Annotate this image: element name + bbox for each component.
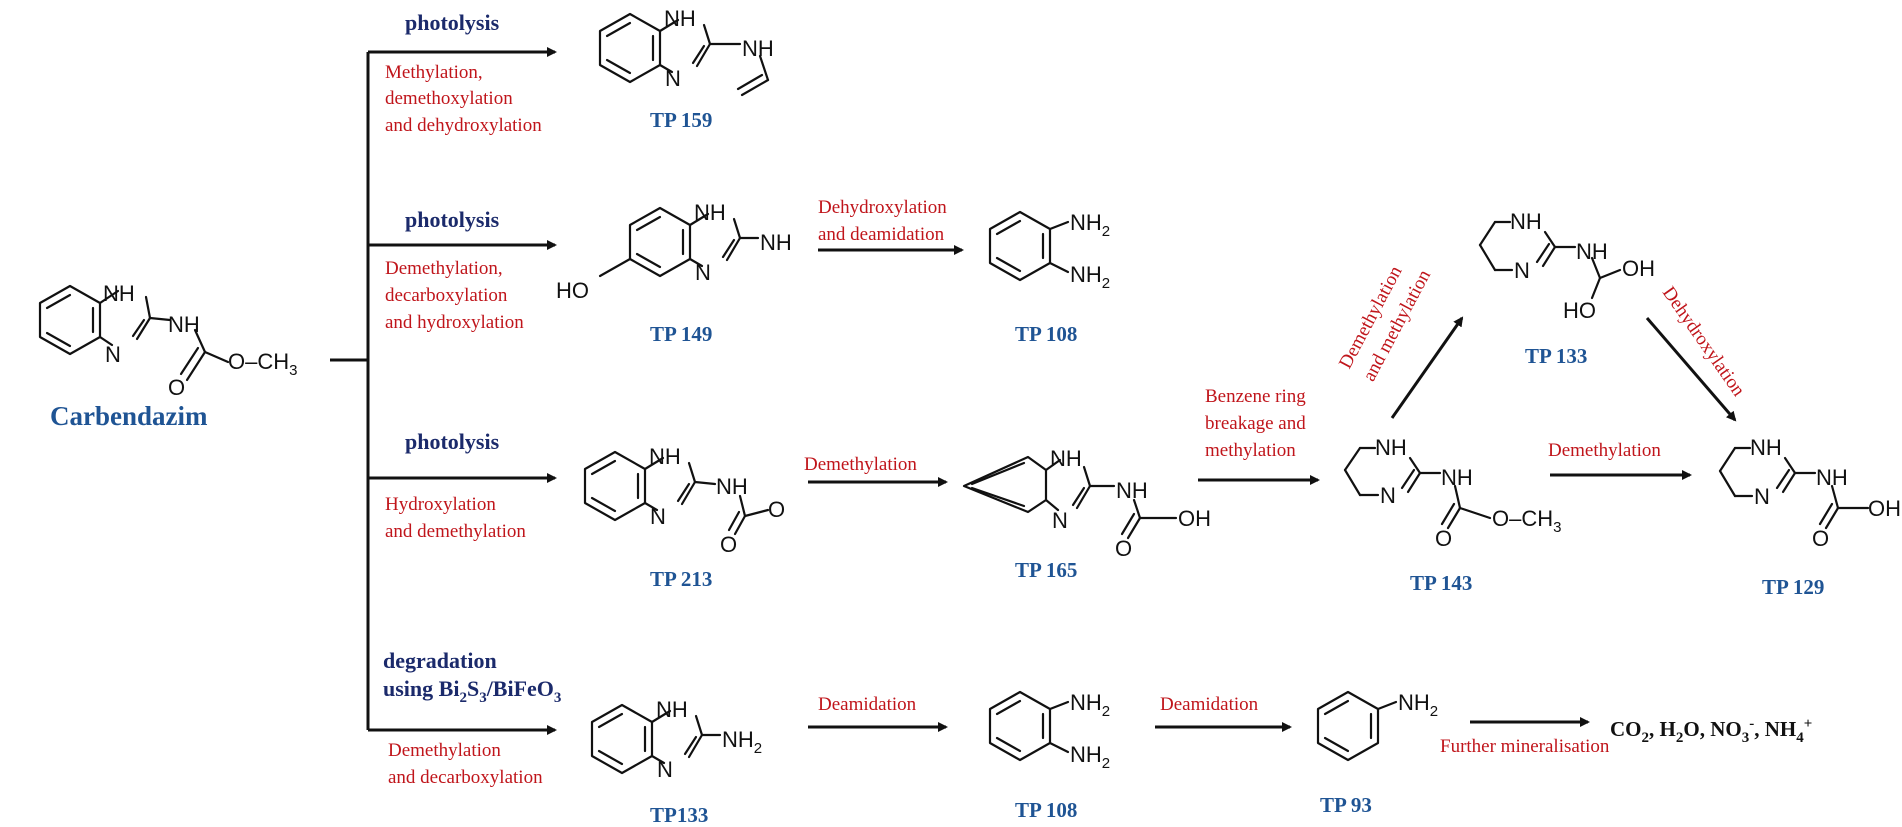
- route3-right-reaction: Demethylation: [1548, 440, 1661, 461]
- tp165-structure: NH N NH O OH: [962, 446, 1211, 561]
- tp133-top-ho: HO: [1563, 298, 1596, 323]
- tp133-bottom-n: N: [657, 757, 673, 782]
- tp93-structure: NH2: [1316, 690, 1438, 762]
- branch-trunk: [330, 47, 557, 735]
- route4-reaction: Demethylation and decarboxylation: [388, 740, 543, 788]
- tp143-o-ch3: O–CH3: [1492, 506, 1561, 536]
- tp133-top-n: N: [1514, 258, 1530, 283]
- tp159-nh-2: NH: [742, 36, 774, 61]
- tp133-top-nh-2: NH: [1576, 239, 1608, 264]
- tp129-nh: NH: [1750, 435, 1782, 460]
- tp149-label: TP 149: [650, 322, 712, 346]
- route4-next3-reaction: Further mineralisation: [1440, 736, 1610, 757]
- tp108-bottom-nh2-1: NH2: [1070, 690, 1110, 720]
- route4-next2-reaction: Deamidation: [1160, 694, 1259, 715]
- tp149-n: N: [695, 260, 711, 285]
- tp93-nh2: NH2: [1398, 690, 1438, 720]
- tp143-label: TP 143: [1410, 571, 1472, 595]
- tp159-label: TP 159: [650, 108, 712, 132]
- carbendazim-nh-1: NH: [103, 281, 135, 306]
- tp108-top-structure: NH2 NH2: [988, 210, 1110, 292]
- tp165-n: N: [1052, 508, 1068, 533]
- tp133-bottom-label: TP133: [650, 803, 708, 827]
- tp133-top-nh: NH: [1510, 209, 1542, 234]
- carbendazim-o-ch3: O–CH3: [228, 349, 297, 379]
- carbendazim-o-carbonyl: O: [168, 375, 185, 400]
- tp108-bottom-structure: NH2 NH2: [988, 690, 1110, 772]
- carbendazim-n: N: [105, 342, 121, 367]
- tp108-top-nh2-1: NH2: [1070, 210, 1110, 240]
- route4-step-line1: degradation: [383, 648, 497, 673]
- tp165-nh: NH: [1050, 446, 1082, 471]
- route3-reaction: Hydroxylation and demethylation: [385, 494, 526, 542]
- tp165-label: TP 165: [1015, 558, 1077, 582]
- carbendazim-label: Carbendazim: [50, 401, 208, 431]
- tp108-top-label: TP 108: [1015, 322, 1077, 346]
- tp149-ho: HO: [556, 278, 589, 303]
- tp129-o: O: [1812, 526, 1829, 551]
- tp133-top-oh: OH: [1622, 256, 1655, 281]
- tp165-o: O: [1115, 536, 1132, 561]
- final-products: CO2, H2O, NO3-, NH4+: [1610, 716, 1812, 746]
- tp213-nh: NH: [649, 444, 681, 469]
- tp149-nh-2: NH: [760, 230, 792, 255]
- tp129-structure: NH N NH O OH: [1718, 435, 1901, 551]
- tp213-o: O: [720, 532, 737, 557]
- tp143-o: O: [1435, 526, 1452, 551]
- tp143-n: N: [1380, 483, 1396, 508]
- tp129-n: N: [1754, 484, 1770, 509]
- tp133-bottom-nh: NH: [656, 697, 688, 722]
- route3-step: photolysis: [405, 429, 500, 454]
- tp213-label: TP 213: [650, 567, 712, 591]
- tp213-o-2: O: [768, 497, 785, 522]
- route3-up-arrow: [1390, 316, 1464, 419]
- tp143-nh: NH: [1375, 435, 1407, 460]
- tp108-bottom-nh2-2: NH2: [1070, 742, 1110, 772]
- tp143-structure: NH N NH O O–CH3: [1343, 435, 1561, 551]
- tp93-label: TP 93: [1320, 793, 1372, 817]
- tp108-bottom-label: TP 108: [1015, 798, 1077, 822]
- tp159-nh: NH: [664, 6, 696, 31]
- tp165-oh: OH: [1178, 506, 1211, 531]
- tp133-bottom-structure: NH N NH2: [590, 697, 762, 782]
- tp159-n: N: [665, 66, 681, 91]
- tp133-bottom-nh2: NH2: [722, 727, 762, 757]
- tp129-nh-2: NH: [1816, 465, 1848, 490]
- route2-step: photolysis: [405, 207, 500, 232]
- carbendazim-nh-2: NH: [168, 312, 200, 337]
- route2-reaction: Demethylation, decarboxylation and hydro…: [385, 258, 524, 333]
- tp129-oh: OH: [1868, 496, 1901, 521]
- route4-step-line2: using Bi2S3/BiFeO3: [383, 676, 561, 706]
- tp213-nh-2: NH: [716, 474, 748, 499]
- tp159-structure: NH N NH: [598, 6, 774, 97]
- route2-next-reaction: Dehydroxylation and deamidation: [818, 197, 952, 245]
- tp213-structure: NH N NH O O: [583, 444, 785, 557]
- tp129-label: TP 129: [1762, 575, 1824, 599]
- route4-next-reaction: Deamidation: [818, 694, 917, 715]
- route3-up-reaction: Demethylation and methylation: [1335, 253, 1435, 385]
- tp133-top-structure: NH N NH OH HO: [1478, 209, 1655, 323]
- route1-reaction: Methylation, demethoxylation and dehydro…: [385, 62, 542, 136]
- tp133-top-label: TP 133: [1525, 344, 1587, 368]
- route1-step: photolysis: [405, 10, 500, 35]
- route3-down-arrow: [1645, 317, 1737, 422]
- carbendazim-structure: NH N NH O O–CH3: [38, 281, 297, 400]
- tp143-nh-2: NH: [1441, 465, 1473, 490]
- route3-next2-reaction: Benzene ring breakage and methylation: [1205, 386, 1311, 461]
- tp213-n: N: [650, 504, 666, 529]
- tp165-nh-2: NH: [1116, 478, 1148, 503]
- route3-next-reaction: Demethylation: [804, 454, 917, 475]
- tp149-nh: NH: [694, 200, 726, 225]
- tp149-structure: NH N NH HO: [556, 200, 792, 303]
- tp108-top-nh2-2: NH2: [1070, 262, 1110, 292]
